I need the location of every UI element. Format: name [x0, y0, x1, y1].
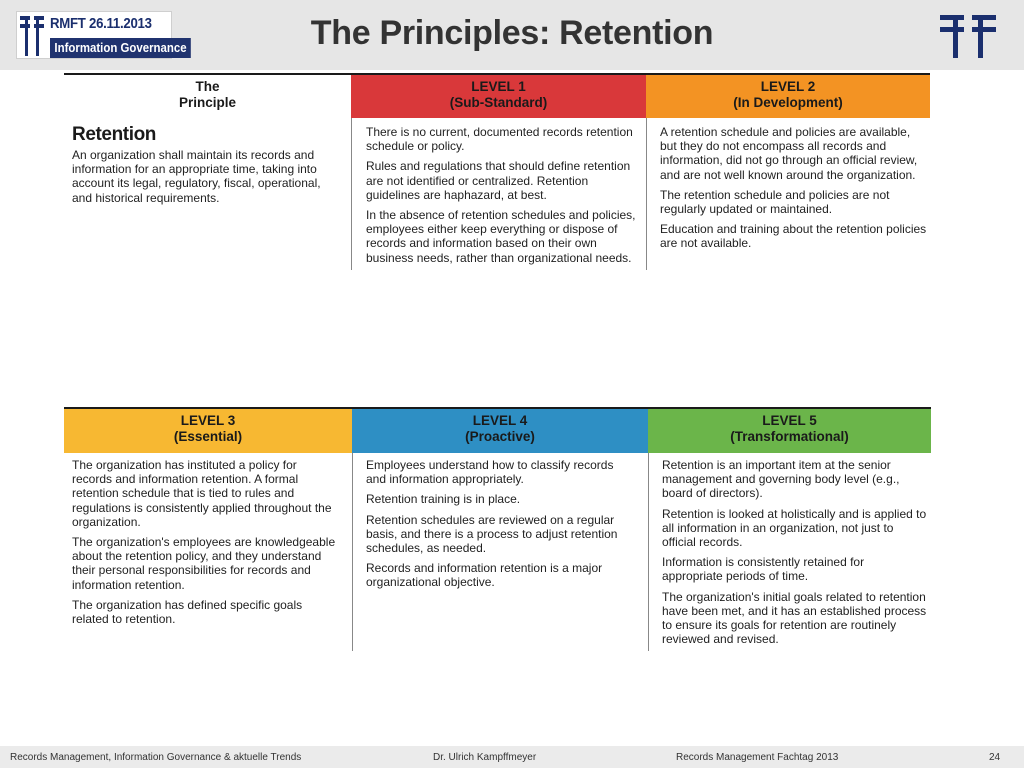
level3-subtitle: (Essential) [173, 429, 243, 444]
level4-body-cell: Employees understand how to classify rec… [366, 458, 632, 596]
principle-header-cell: The Principle [64, 73, 351, 118]
level5-subtitle: (Transformational) [730, 429, 849, 444]
level4-paragraph: Records and information retention is a m… [366, 561, 603, 590]
level2-paragraph: A retention schedule and policies are av… [660, 125, 918, 182]
level3-paragraph: The organization has instituted a policy… [72, 458, 332, 529]
level4-paragraph: Retention training is in place. [366, 492, 521, 507]
column-divider [352, 453, 353, 651]
level3-header-cell: LEVEL 3 (Essential) [64, 407, 352, 453]
slide-header: RMFT 26.11.2013 Information Governance T… [0, 0, 1024, 70]
page-number: 24 [989, 752, 1001, 763]
level5-paragraph: Retention is an important item at the se… [662, 458, 900, 501]
footer-event-title: Records Management, Information Governan… [10, 752, 302, 763]
level2-name: LEVEL 2 [760, 79, 816, 94]
level5-name: LEVEL 5 [762, 413, 817, 428]
level1-name: LEVEL 1 [471, 79, 526, 94]
level5-paragraph: Retention is looked at holistically and … [662, 506, 927, 550]
level1-header-cell: LEVEL 1 (Sub-Standard) [351, 73, 646, 118]
level4-paragraph: Retention schedules are reviewed on a re… [366, 512, 618, 556]
footer-author: Dr. Ulrich Kampffmeyer [433, 752, 537, 763]
event-badge: RMFT 26.11.2013 Information Governance [16, 11, 192, 59]
level1-subtitle: (Sub-Standard) [449, 95, 548, 110]
principle-description: An organization shall maintain its recor… [72, 148, 321, 205]
column-divider [351, 118, 352, 270]
level2-header-cell: LEVEL 2 (In Development) [646, 73, 930, 118]
column-divider [648, 453, 649, 651]
level5-paragraph: Information is consistently retained for… [662, 555, 865, 584]
level3-paragraph: The organization's employees are knowled… [72, 535, 336, 592]
column-divider [646, 118, 647, 270]
level1-paragraph: In the absence of retention schedules an… [366, 208, 636, 265]
badge-topic: Information Governance [50, 38, 192, 58]
slide-title: The Principles: Retention [310, 14, 714, 52]
level1-paragraph: There is no current, documented records … [366, 125, 633, 154]
level4-header-cell: LEVEL 4 (Proactive) [352, 407, 648, 453]
level2-subtitle: (In Development) [733, 95, 843, 110]
level5-header-cell: LEVEL 5 (Transformational) [648, 407, 931, 453]
footer-event-name: Records Management Fachtag 2013 [676, 752, 839, 763]
level4-subtitle: (Proactive) [465, 429, 535, 444]
badge-event-date: RMFT 26.11.2013 [50, 15, 152, 32]
slide-footer: Records Management, Information Governan… [0, 746, 1024, 768]
level3-paragraph: The organization has defined specific go… [72, 597, 303, 627]
level5-paragraph: The organization's initial goals related… [662, 589, 927, 647]
level5-body-cell: Retention is an important item at the se… [662, 458, 928, 652]
level2-paragraph: The retention schedule and policies are … [660, 187, 890, 217]
level2-body-cell: A retention schedule and policies are av… [660, 125, 928, 257]
principle-title: Retention [72, 124, 157, 145]
level2-paragraph: Education and training about the retenti… [660, 222, 927, 251]
level4-paragraph: Employees understand how to classify rec… [366, 458, 614, 487]
pk-logo-icon [20, 16, 44, 56]
level3-body-cell: The organization has instituted a policy… [72, 458, 340, 632]
pk-brand-logo-icon [940, 15, 996, 58]
level1-body-cell: There is no current, documented records … [366, 125, 636, 271]
principle-header-label: The Principle [178, 79, 237, 110]
level4-name: LEVEL 4 [472, 413, 528, 428]
level1-paragraph: Rules and regulations that should define… [366, 159, 631, 202]
level3-name: LEVEL 3 [180, 413, 236, 428]
principle-body-cell: Retention An organization shall maintain… [72, 124, 334, 205]
